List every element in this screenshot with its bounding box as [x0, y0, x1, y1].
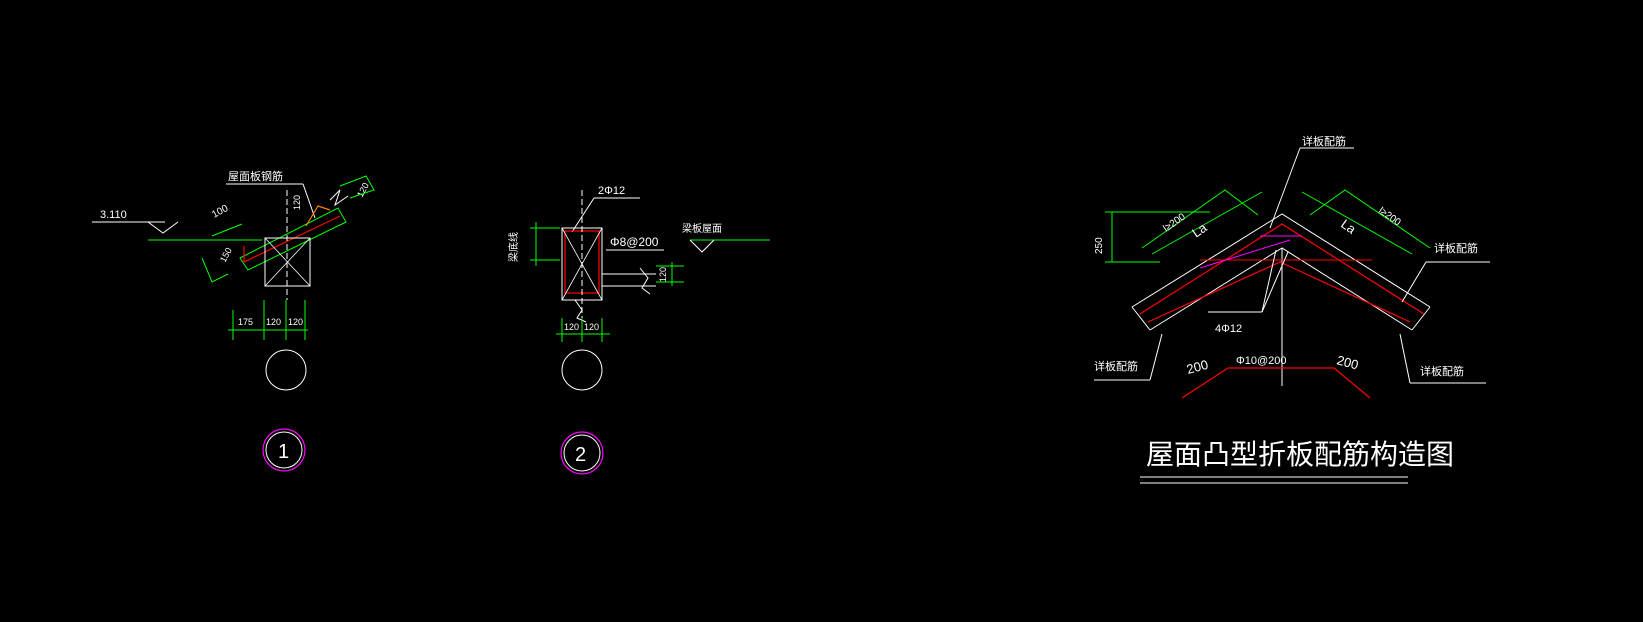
dim-l-right: [1309, 189, 1431, 249]
column-circle: [265, 349, 307, 391]
bar-4-leader-d1: [1261, 249, 1277, 313]
dim-120-b: 120: [288, 317, 303, 327]
marker-outer: [262, 428, 306, 472]
dim-120-top: 120: [292, 195, 302, 210]
stirrup-label: Φ8@200: [610, 235, 659, 249]
top-label: 详板配筋: [1302, 134, 1346, 148]
bottom-bar-shape: [1181, 367, 1371, 399]
roof-level-triangle: [689, 239, 715, 253]
bar-top-label: 2Φ12: [598, 185, 625, 197]
detail-number: 1: [278, 441, 289, 463]
detail-2: 2Φ12 Φ8@200 梁板屋面 梁底线 120 120 120: [507, 185, 770, 475]
slab-rebar: [243, 215, 341, 263]
top-leader-d: [1269, 147, 1301, 229]
ridge-end-r: [1411, 306, 1431, 331]
bar-top-leader-d: [571, 197, 595, 233]
dim-120-slab: 120: [355, 181, 371, 199]
rb-leader-d: [1399, 333, 1411, 384]
dim-la-right: [1301, 191, 1413, 255]
beam-bottom-label: 梁底线: [507, 232, 520, 262]
marker-2-outer: [560, 431, 604, 475]
bottom-rebar: [1147, 261, 1411, 323]
marker-2-inner: [563, 434, 601, 472]
len-right: l≥200: [1376, 205, 1403, 228]
dim-120-v: 120: [658, 267, 668, 282]
dim-200-right: 200: [1335, 352, 1360, 372]
rebar-leader-d: [302, 183, 316, 219]
dim-slab-thk: [339, 175, 375, 199]
detail-1: 3.110 屋面板钢筋 100 120 120 150 175 120 1: [92, 169, 375, 472]
break-mark-2: [574, 299, 587, 323]
dim-150: 150: [218, 246, 234, 264]
dim-2-120-b: 120: [584, 322, 599, 332]
right-bottom-label: 详板配筋: [1420, 364, 1464, 378]
rebar-label: 屋面板钢筋: [228, 169, 283, 183]
break-mark: [329, 189, 349, 207]
slab-rebar-hook: [305, 205, 331, 227]
diag-bar: [1199, 239, 1291, 269]
right-label: 详板配筋: [1434, 241, 1478, 255]
marker-inner: [265, 431, 303, 469]
detail-3: l≥200 l≥200 La La 250 详板配筋 详板配筋 4Φ12 详板配…: [1094, 134, 1490, 484]
break-mark-3: [639, 267, 651, 295]
dim-100: 100: [210, 203, 230, 221]
dim-l-left: [1141, 189, 1259, 249]
ridge-end-l: [1131, 306, 1151, 331]
sloped-slab: [239, 207, 347, 271]
dim-150-line: [201, 257, 229, 283]
drawing-title: 屋面凸型折板配筋构造图: [1146, 439, 1454, 470]
detail-number-2: 2: [575, 444, 586, 466]
dim-200-left: 200: [1185, 357, 1210, 377]
column-circle-2: [561, 349, 603, 391]
left-bottom-label: 详板配筋: [1094, 359, 1138, 373]
bar-4-label: 4Φ12: [1215, 323, 1242, 335]
stirrup-3-label: Φ10@200: [1236, 355, 1287, 367]
dim-100-line: [211, 223, 243, 237]
la-right: La: [1338, 216, 1359, 237]
elevation-text: 3.110: [100, 209, 127, 221]
len-left: l≥200: [1161, 211, 1188, 234]
elevation-triangle: [147, 221, 179, 234]
dim-175: 175: [238, 317, 253, 327]
roof-label: 梁板屋面: [682, 222, 722, 235]
bar-4-leader-d2: [1261, 251, 1289, 313]
dim-2-120-a: 120: [564, 322, 579, 332]
dim-120-a: 120: [266, 317, 281, 327]
top-rebar: [1139, 223, 1425, 315]
right-leader-d: [1401, 261, 1427, 303]
ridge-top: [1131, 213, 1431, 308]
dim-la-left: [1151, 191, 1263, 255]
lb-leader-d: [1149, 333, 1163, 381]
dim-250: 250: [1094, 237, 1105, 254]
